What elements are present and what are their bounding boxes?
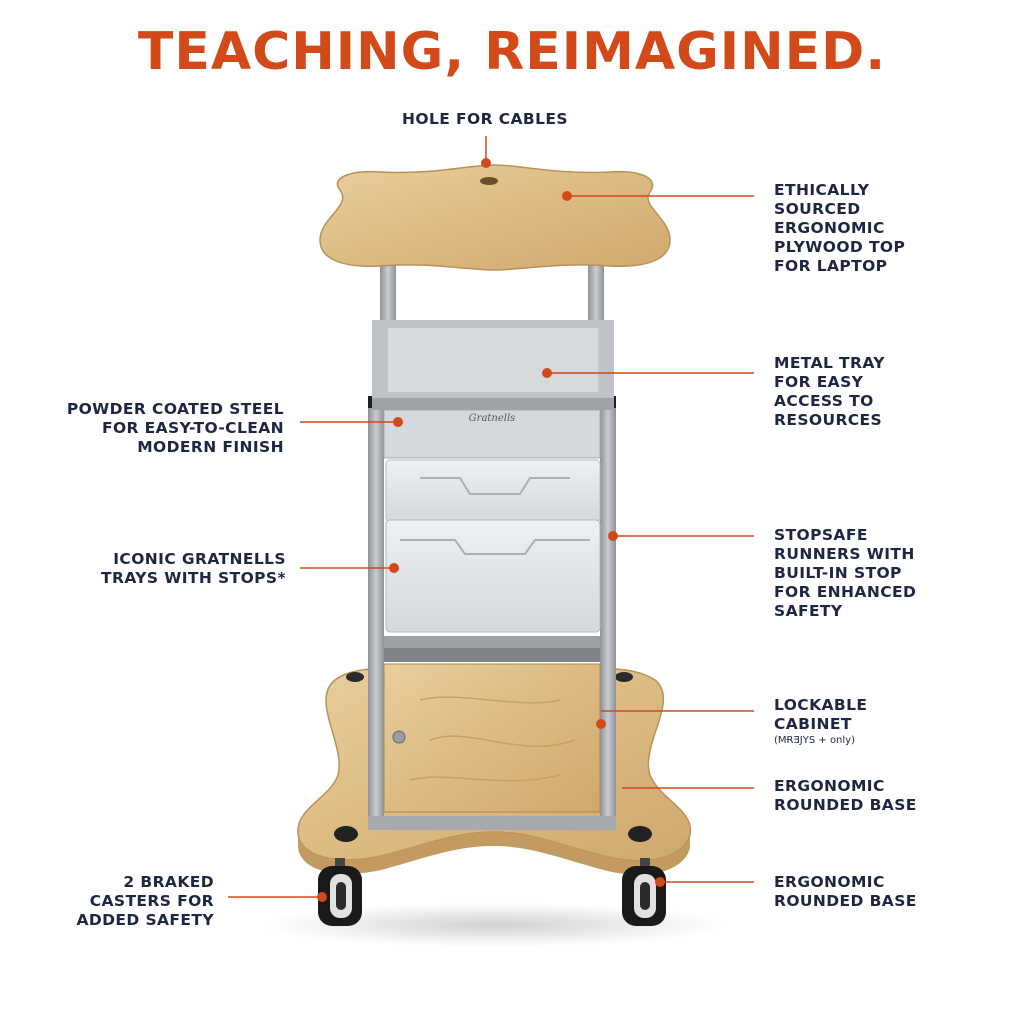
- callout-hole-for-cables: HOLE FOR CABLES: [402, 110, 568, 128]
- callout-dot-trays: [389, 563, 399, 573]
- callout-lockable-cabinet-group: LOCKABLE CABINET (MɌƎJYS + only): [774, 696, 1004, 748]
- cabinet-lock-icon: [392, 730, 406, 744]
- callout-powder-coated-steel: POWDER COATED STEEL FOR EASY-TO-CLEAN MO…: [66, 400, 284, 456]
- callout-dot-cables: [481, 158, 491, 168]
- metal-tray: [372, 320, 614, 410]
- callout-rounded-base-2: ERGONOMIC ROUNDED BASE: [774, 873, 917, 910]
- floor-shadow: [264, 903, 724, 947]
- callout-stopsafe-runners: STOPSAFE RUNNERS WITH BUILT-IN STOP FOR …: [774, 526, 917, 620]
- callout-dot-runners: [608, 531, 618, 541]
- gratnells-tray-shallow: [385, 459, 601, 523]
- callout-dot-plywood: [562, 191, 572, 201]
- callout-dot-steel: [393, 417, 403, 427]
- callout-dot-base: [655, 877, 665, 887]
- callout-gratnells-trays: ICONIC GRATNELLS TRAYS WITH STOPS*: [101, 550, 286, 587]
- page-title: TEACHING, REIMAGINED.: [137, 22, 887, 82]
- front-caster-right: [622, 858, 666, 926]
- callout-lockable-cabinet-note: (MɌƎJYS + only): [774, 735, 855, 746]
- callout-braked-casters: 2 BRAKED CASTERS FOR ADDED SAFETY: [76, 873, 214, 929]
- drawer-front: [383, 409, 601, 459]
- cable-hole: [480, 177, 498, 185]
- gratnells-tray-deep: [385, 519, 601, 633]
- callout-plywood-top: ETHICALLY SOURCED ERGONOMIC PLYWOOD TOP …: [774, 181, 906, 275]
- front-caster-left: [318, 858, 362, 926]
- plywood-top: [319, 164, 671, 271]
- callout-rounded-base: ERGONOMIC ROUNDED BASE: [774, 777, 917, 814]
- callout-dot-tray: [542, 368, 552, 378]
- lockable-cabinet: [383, 663, 601, 813]
- callout-lines: [228, 136, 754, 902]
- callout-lockable-cabinet: LOCKABLE CABINET: [774, 696, 868, 733]
- callout-metal-tray: METAL TRAY FOR EASY ACCESS TO RESOURCES: [774, 354, 885, 429]
- brand-mark: Gratnells: [469, 413, 516, 424]
- callout-dot-cabinet: [596, 719, 606, 729]
- callout-dot-casters: [317, 892, 327, 902]
